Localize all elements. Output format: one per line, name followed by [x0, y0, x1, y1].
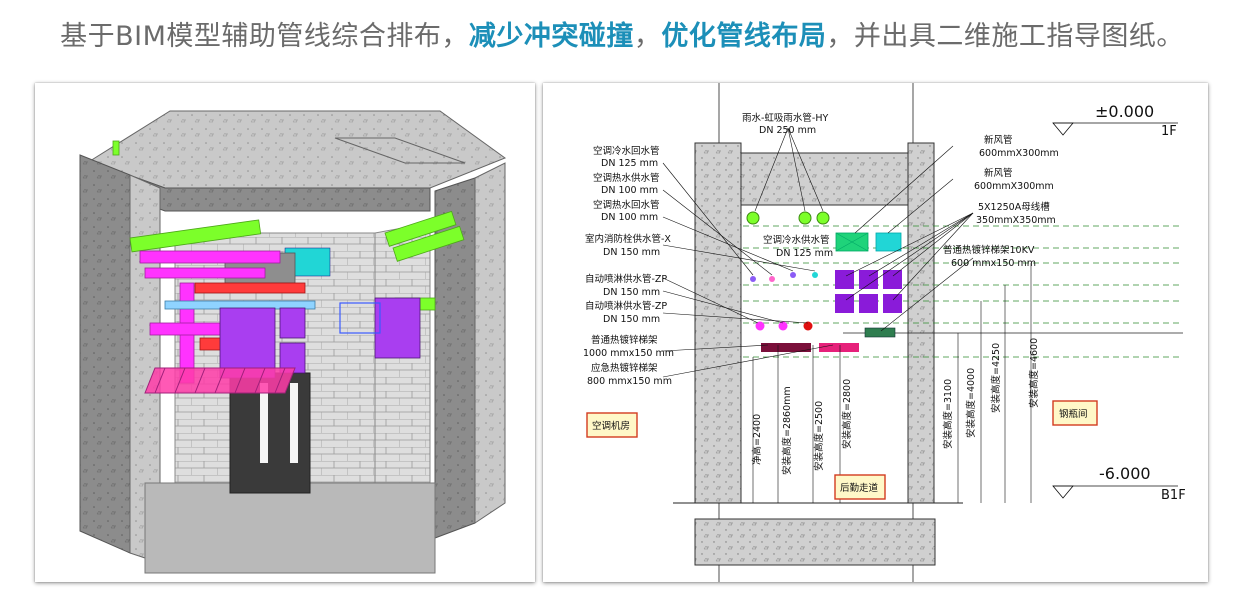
room-tag-cylinder-room: 钢瓶间: [1052, 400, 1098, 426]
cable-tray-normal: [761, 343, 811, 352]
label-fresh-air-1: 新风管: [984, 134, 1013, 146]
busway-6: [883, 294, 902, 313]
cable-tray-emergency: [819, 343, 859, 352]
left-wall: [694, 142, 742, 504]
hydrant-pipe: [755, 321, 765, 331]
label-emergency-tray-size: 800 mmx150 mm: [587, 376, 672, 387]
headline-separator: ，: [633, 21, 662, 52]
label-cable-tray-size: 1000 mmx150 mm: [583, 348, 674, 359]
label-busway-size: 350mmX350mm: [976, 215, 1056, 226]
busway-5: [859, 294, 878, 313]
hw-supply-pipe: [769, 276, 775, 282]
headline-highlight-1: 减少冲突碰撞: [468, 21, 634, 52]
sprinkler-pipe-2: [803, 321, 813, 331]
label-hw-return: 空调热水回水管: [593, 199, 660, 211]
label-hydrant-size: DN 150 mm: [603, 247, 660, 258]
label-hw-return-size: DN 100 mm: [601, 212, 658, 223]
bim-3d-view-panel: [35, 83, 535, 582]
level-top-floor: 1F: [1161, 124, 1177, 139]
dim-height-4600: 安装高度=4600: [1028, 338, 1040, 408]
bim-3d-model-render: [79, 110, 507, 574]
chw-supply-pipe: [812, 272, 818, 278]
hw-return-pipe: [790, 272, 796, 278]
duct-elements: [761, 232, 902, 352]
room-tag-ac-room-label: 空调机房: [592, 420, 630, 432]
dim-height-4000: 安装高度=4000: [965, 368, 977, 438]
dim-clear-height: 净高=2400: [751, 414, 763, 465]
label-sprinkler-2: 自动喷淋供水管-ZP: [585, 300, 667, 312]
level-bottom-value: -6.000: [1099, 464, 1151, 483]
label-sprinkler-1-size: DN 150 mm: [603, 287, 660, 298]
busway-1: [835, 270, 854, 289]
room-tag-corridor-label: 后勤走道: [840, 482, 879, 494]
fresh-air-duct-2: [875, 232, 902, 252]
level-marker-bottom: -6.000 B1F: [1052, 464, 1186, 503]
pipe-elements: [746, 211, 830, 331]
label-fresh-air-2-size: 600mmX300mm: [974, 181, 1054, 192]
label-fresh-air-2: 新风管: [984, 167, 1013, 179]
busway-3: [883, 270, 902, 289]
pipe-labels: 雨水-虹吸雨水管-HY DN 250 mm 空调冷水回水管 DN 125 mm …: [583, 112, 1059, 387]
label-fresh-air-1-size: 600mmX300mm: [979, 148, 1059, 159]
label-rain-pipe: 雨水-虹吸雨水管-HY: [742, 112, 828, 124]
label-emergency-tray: 应急热镀锌梯架: [591, 362, 658, 374]
headline-part3: ，并出具二维施工指导图纸。: [826, 21, 1184, 52]
busway-2: [859, 270, 878, 289]
chw-return-pipe: [750, 276, 756, 282]
sprinkler-pipe-1: [778, 321, 788, 331]
label-rain-pipe-size: DN 250 mm: [759, 125, 816, 136]
label-hw-supply: 空调热水供水管: [593, 172, 660, 184]
rain-pipe-2: [798, 211, 812, 225]
tray-10kv: [864, 327, 896, 338]
dim-height-2800: 安装高度=2800: [841, 379, 853, 449]
label-sprinkler-2-size: DN 150 mm: [603, 314, 660, 325]
dim-height-3100: 安装高度=3100: [942, 379, 954, 449]
rain-pipe-1: [746, 211, 760, 225]
label-tray-10kv-size: 600 mmx150 mm: [951, 258, 1036, 269]
height-dimensions: 净高=2400 安装高度=2860mm 安装高度=2500 安装高度=2800 …: [751, 338, 1040, 475]
right-wall: [907, 142, 935, 504]
busway-4: [835, 294, 854, 313]
level-marker-top: ±0.000 1F: [1052, 102, 1178, 139]
room-tag-ac-room: 空调机房: [586, 412, 638, 438]
level-bottom-floor: B1F: [1161, 488, 1186, 503]
headline-part1: 基于BIM模型辅助管线综合排布，: [60, 21, 469, 52]
label-chw-return-size: DN 125 mm: [601, 158, 658, 169]
pipe-section-drawing: ±0.000 1F -6.000 B1F 雨水-虹吸雨水管-HY DN 250 …: [583, 83, 1186, 582]
label-tray-10kv: 普通热镀锌梯架10KV: [943, 244, 1035, 256]
pipe-section-drawing-panel: ±0.000 1F -6.000 B1F 雨水-虹吸雨水管-HY DN 250 …: [543, 83, 1208, 582]
bottom-slab: [694, 518, 936, 566]
label-chw-return: 空调冷水回水管: [593, 145, 660, 157]
label-cable-tray: 普通热镀锌梯架: [591, 334, 658, 346]
headline-highlight-2: 优化管线布局: [661, 21, 827, 52]
label-sprinkler-1: 自动喷淋供水管-ZP: [585, 273, 667, 285]
dim-height-4250: 安装高度=4250: [990, 343, 1002, 413]
rain-pipe-3: [816, 211, 830, 225]
room-tag-cylinder-room-label: 钢瓶间: [1059, 408, 1088, 420]
label-busway: 5X1250A母线槽: [978, 201, 1050, 213]
label-chw-supply-size: DN 125 mm: [776, 248, 833, 259]
dim-height-2500: 安装高度=2500: [813, 401, 825, 471]
level-top-value: ±0.000: [1095, 102, 1154, 121]
label-hw-supply-size: DN 100 mm: [601, 185, 658, 196]
headline: 基于BIM模型辅助管线综合排布，减少冲突碰撞，优化管线布局，并出具二维施工指导图…: [0, 14, 1244, 53]
label-hydrant: 室内消防栓供水管-X: [585, 233, 671, 245]
dim-height-2860: 安装高度=2860mm: [781, 386, 793, 475]
label-chw-supply: 空调冷水供水管: [763, 234, 830, 246]
room-tag-corridor: 后勤走道: [834, 474, 886, 500]
